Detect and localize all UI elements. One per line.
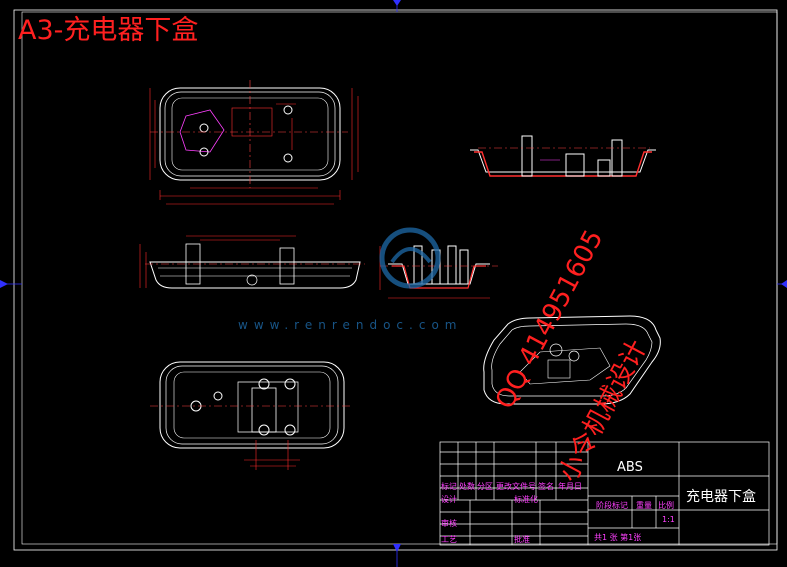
bottom-view-dimensions [244, 440, 300, 470]
bottom-view [150, 361, 352, 449]
tb-design-label: 设计 [441, 495, 457, 504]
watermark-site: www.renrendoc.com [238, 318, 463, 332]
tb-scale-label: 比例 [658, 501, 674, 510]
tb-process-label: 工艺 [441, 535, 457, 544]
tb-date-label: 年月日 [558, 482, 582, 491]
tb-stage-mark-label: 阶段标记 [596, 501, 628, 510]
tb-weight-label: 重量 [636, 501, 652, 510]
front-view-dimensions [139, 235, 296, 288]
title-block-grid [439, 441, 770, 546]
tb-scale-value: 1:1 [662, 515, 675, 524]
tb-review-label: 审核 [441, 519, 457, 528]
long-section-view [470, 135, 656, 177]
tb-approve-label: 批准 [514, 535, 530, 544]
drawing-title: A3-充电器下盒 [18, 15, 199, 46]
front-view [145, 243, 365, 289]
tb-change-doc-label: 更改文件号 [496, 482, 536, 491]
tb-sheet-info: 共1 张 第1张 [594, 533, 642, 542]
top-view [150, 80, 348, 188]
tb-material: ABS [617, 460, 643, 475]
tb-count-label: 处数 [459, 482, 475, 491]
tb-sign-label: 签名 [538, 482, 554, 491]
tb-mark-label: 标记 [441, 482, 457, 491]
tb-zone-label: 分区 [477, 482, 493, 491]
tb-part-name: 充电器下盒 [686, 489, 756, 505]
top-view-dimensions [149, 88, 359, 205]
tb-standardize-label: 标准化 [514, 495, 538, 504]
isometric-view [483, 315, 661, 405]
watermark-logo-icon [379, 227, 441, 289]
